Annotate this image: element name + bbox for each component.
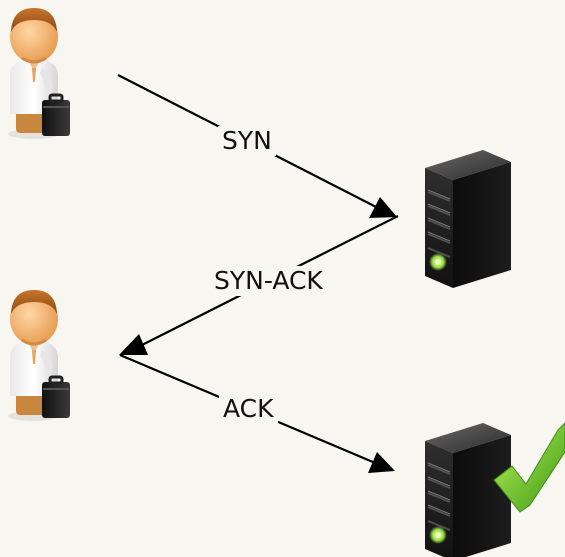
server-tower-icon bbox=[424, 149, 512, 289]
step-label-syn: SYN bbox=[218, 126, 276, 156]
step-label-ack: ACK bbox=[219, 394, 278, 424]
server-tower-icon-2 bbox=[424, 422, 512, 557]
green-checkmark-icon bbox=[493, 422, 565, 513]
client-person-icon bbox=[6, 6, 72, 141]
step-label-synack: SYN-ACK bbox=[210, 266, 327, 296]
client-person-icon-2 bbox=[6, 288, 72, 423]
arrowhead-synack bbox=[119, 334, 148, 355]
arrowhead-syn bbox=[369, 197, 397, 218]
arrowhead-ack bbox=[368, 452, 395, 473]
